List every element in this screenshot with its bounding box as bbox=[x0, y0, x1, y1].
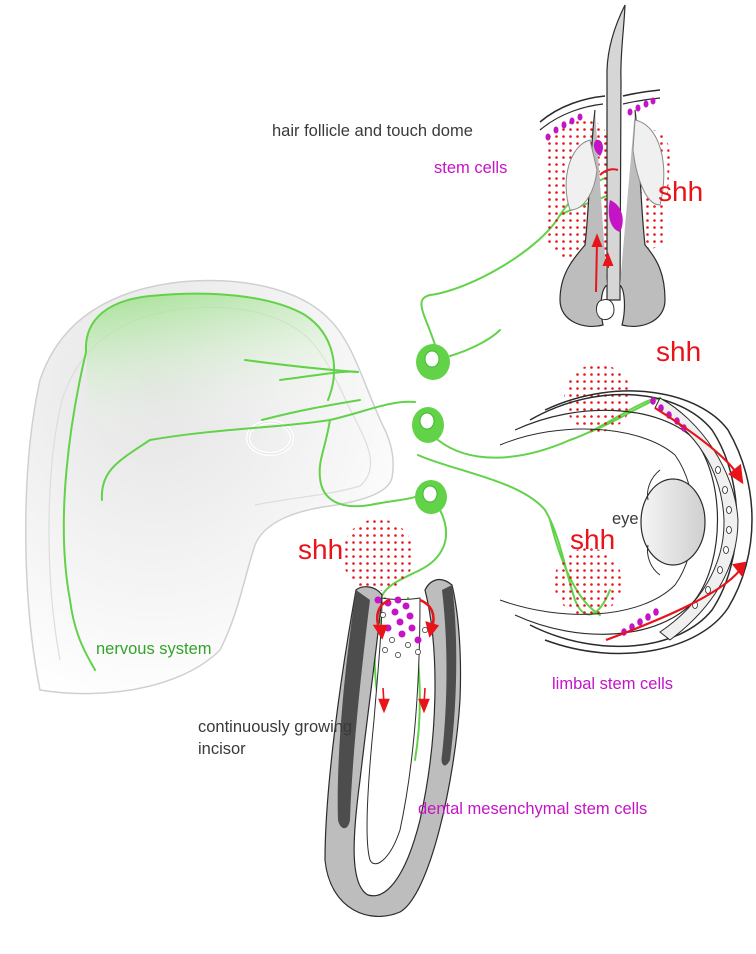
shh-incisor-label: shh bbox=[298, 534, 344, 565]
shh-eye-bottom-label: shh bbox=[570, 524, 616, 555]
ganglion-middle bbox=[412, 407, 444, 443]
nervous-system-label: nervous system bbox=[96, 640, 212, 658]
mouse-head bbox=[25, 279, 394, 695]
hair-follicle-label: hair follicle and touch dome bbox=[272, 122, 473, 140]
ganglion-bottom bbox=[415, 480, 447, 514]
hair-stem-cells-label: stem cells bbox=[434, 159, 508, 177]
ganglion-top bbox=[416, 344, 450, 380]
incisor-illustration bbox=[324, 519, 462, 917]
hair-follicle-illustration bbox=[539, 4, 670, 327]
dental-stem-cells-label: dental mesenchymal stem cells bbox=[418, 800, 648, 818]
limbal-stem-cells-label: limbal stem cells bbox=[552, 675, 674, 693]
shh-eye-top-label: shh bbox=[656, 336, 702, 367]
shh-hair-label: shh bbox=[658, 176, 704, 207]
incisor-label-line1: continuously growing bbox=[198, 718, 353, 736]
eye-label: eye bbox=[612, 510, 639, 528]
eye-illustration bbox=[499, 364, 753, 655]
incisor-label-line2: incisor bbox=[198, 740, 246, 758]
